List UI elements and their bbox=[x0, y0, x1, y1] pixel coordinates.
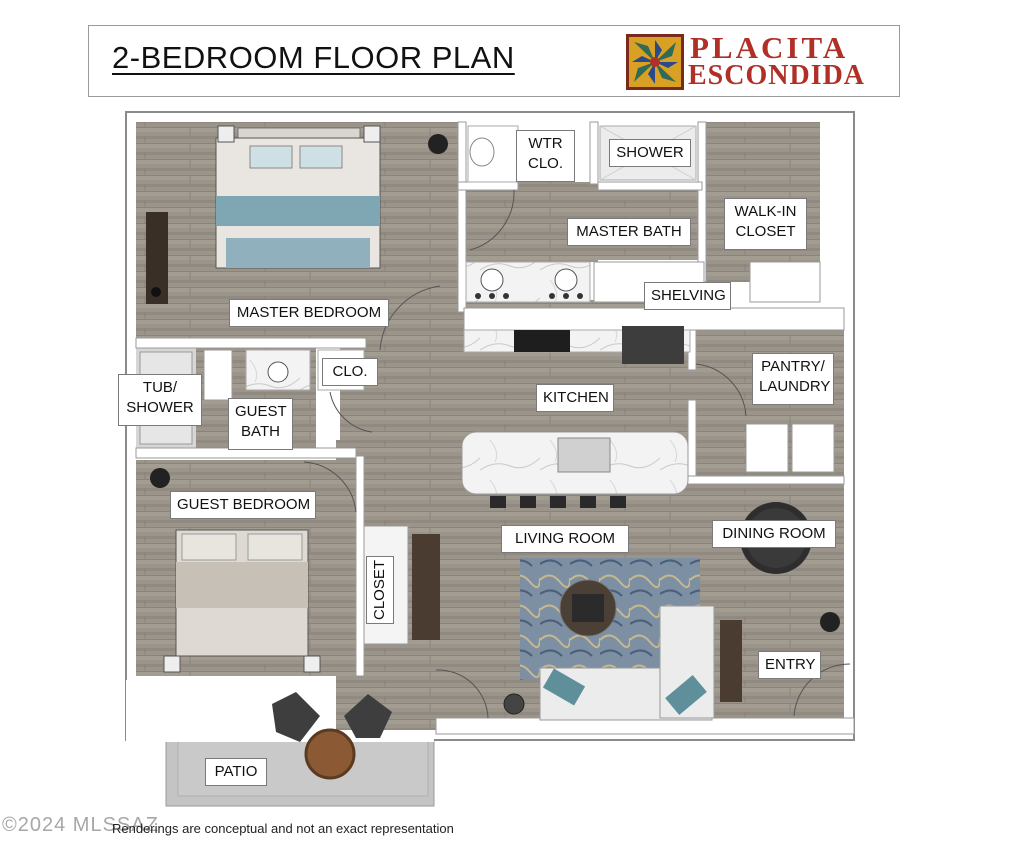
placita-logo-icon bbox=[626, 34, 684, 90]
mls-watermark: ©2024 MLSSAZ bbox=[2, 814, 159, 836]
shelving-label: SHELVING bbox=[644, 282, 731, 310]
patio-label: PATIO bbox=[205, 758, 267, 786]
guest-bath-label-line-2: BATH bbox=[241, 423, 280, 440]
master-bedroom-label: MASTER BEDROOM bbox=[229, 299, 389, 327]
logo-line-1: PLACITA bbox=[690, 30, 849, 65]
living-room-label: LIVING ROOM bbox=[501, 525, 629, 553]
closet-small-label: CLO. bbox=[322, 358, 378, 386]
guest-bath-label: GUEST BATH bbox=[228, 398, 293, 450]
guest-bedroom-label: GUEST BEDROOM bbox=[170, 491, 316, 519]
water-closet-label-line-1: WTR bbox=[528, 135, 563, 152]
master-bath-label: MASTER BATH bbox=[567, 218, 691, 246]
walk-in-closet-label-line-1: WALK-IN bbox=[734, 203, 797, 220]
header-box bbox=[88, 25, 900, 97]
dining-room-label: DINING ROOM bbox=[712, 520, 836, 548]
guest-bath-label-line-1: GUEST bbox=[235, 403, 287, 420]
page-title: 2-BEDROOM FLOOR PLAN bbox=[112, 40, 515, 75]
pantry-laundry-label-line-1: PANTRY/ bbox=[761, 358, 825, 375]
water-closet-label: WTR CLO. bbox=[516, 130, 575, 182]
closet-label-text: CLOSET bbox=[371, 559, 388, 621]
tub-shower-label-line-1: TUB/ bbox=[142, 379, 178, 396]
water-closet-label-line-2: CLO. bbox=[527, 155, 563, 172]
pantry-laundry-label-line-2: LAUNDRY bbox=[759, 378, 831, 395]
walk-in-closet-label-line-2: CLOSET bbox=[735, 223, 796, 240]
logo-line-2: ESCONDIDA bbox=[688, 60, 866, 91]
kitchen-label: KITCHEN bbox=[536, 384, 614, 412]
disclaimer-text: Renderings are conceptual and not an exa… bbox=[112, 821, 454, 836]
walk-in-closet-label: WALK-IN CLOSET bbox=[724, 198, 807, 250]
tub-shower-label-line-2: SHOWER bbox=[126, 399, 194, 416]
closet-label: CLOSET bbox=[366, 556, 394, 624]
entry-label: ENTRY bbox=[758, 651, 821, 679]
pantry-laundry-label: PANTRY/ LAUNDRY bbox=[752, 353, 834, 405]
tub-shower-label: TUB/ SHOWER bbox=[118, 374, 202, 426]
shower-label: SHOWER bbox=[609, 139, 691, 167]
